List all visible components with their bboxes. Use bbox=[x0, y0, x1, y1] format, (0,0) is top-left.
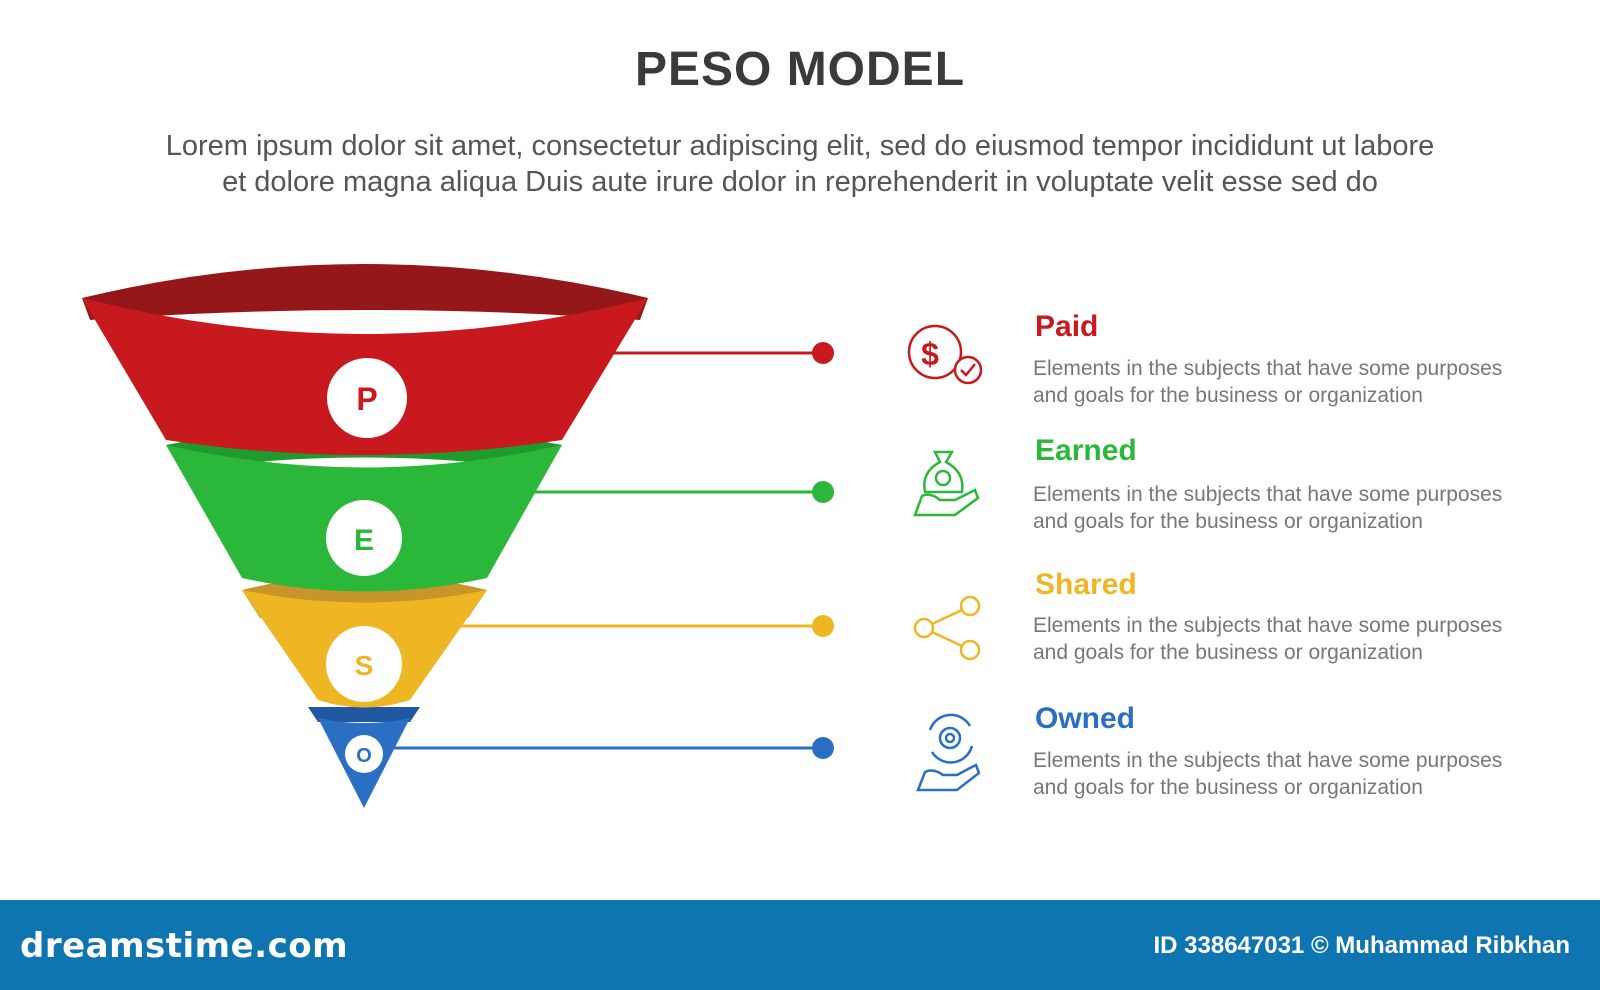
funnel-layer-shared bbox=[242, 575, 487, 708]
funnel-layer-paid bbox=[82, 264, 648, 455]
item-desc-shared-line-1: Elements in the subjects that have some … bbox=[1033, 614, 1503, 637]
footer-credit: ID 338647031 © Muhammad Ribkhan bbox=[1153, 932, 1570, 959]
funnel-layer-owned bbox=[308, 707, 420, 808]
funnel-letter-shared: S bbox=[355, 650, 374, 681]
item-desc-owned: Elements in the subjects that have some … bbox=[1033, 747, 1573, 801]
item-desc-earned: Elements in the subjects that have some … bbox=[1033, 481, 1573, 535]
item-desc-shared-line-2: and goals for the business or organizati… bbox=[1033, 641, 1423, 664]
item-desc-paid-line-1: Elements in the subjects that have some … bbox=[1033, 357, 1503, 380]
connector-dot-shared bbox=[812, 615, 834, 637]
item-desc-owned-line-1: Elements in the subjects that have some … bbox=[1033, 749, 1503, 772]
item-title-paid: Paid bbox=[1035, 310, 1099, 343]
item-title-earned: Earned bbox=[1035, 434, 1137, 467]
footer-brand[interactable]: dreamstime.com bbox=[20, 926, 349, 966]
item-desc-earned-line-2: and goals for the business or organizati… bbox=[1033, 510, 1423, 533]
share-icon bbox=[913, 595, 981, 661]
item-title-shared: Shared bbox=[1035, 568, 1137, 601]
funnel-letter-owned: O bbox=[356, 745, 372, 767]
funnel-letter-paid: P bbox=[356, 381, 377, 417]
footer-bar: dreamstime.com ID 338647031 © Muhammad R… bbox=[0, 900, 1600, 990]
item-desc-paid-line-2: and goals for the business or organizati… bbox=[1033, 384, 1423, 407]
money-bag-hand-icon bbox=[913, 450, 980, 517]
connector-dot-owned bbox=[812, 737, 834, 759]
item-title-owned: Owned bbox=[1035, 702, 1136, 735]
dollar-check-icon: $ bbox=[907, 324, 983, 385]
funnel-letter-earned: E bbox=[354, 524, 374, 557]
page-subtitle: Lorem ipsum dolor sit amet, consectetur … bbox=[80, 128, 1520, 200]
connectors bbox=[380, 342, 834, 759]
connector-dot-earned bbox=[812, 481, 834, 503]
item-desc-paid: Elements in the subjects that have some … bbox=[1033, 355, 1573, 409]
item-desc-earned-line-1: Elements in the subjects that have some … bbox=[1033, 483, 1503, 506]
page-title: PESO MODEL bbox=[634, 43, 966, 96]
subtitle-line-2: et dolore magna aliqua Duis aute irure d… bbox=[222, 166, 1378, 198]
peso-funnel-diagram: P E S O $ bbox=[82, 264, 983, 808]
svg-text:$: $ bbox=[921, 336, 939, 372]
item-desc-owned-line-2: and goals for the business or organizati… bbox=[1033, 776, 1423, 799]
gear-hand-icon bbox=[916, 713, 981, 792]
subtitle-line-1: Lorem ipsum dolor sit amet, consectetur … bbox=[165, 130, 1435, 162]
connector-dot-paid bbox=[812, 342, 834, 364]
item-desc-shared: Elements in the subjects that have some … bbox=[1033, 612, 1573, 666]
